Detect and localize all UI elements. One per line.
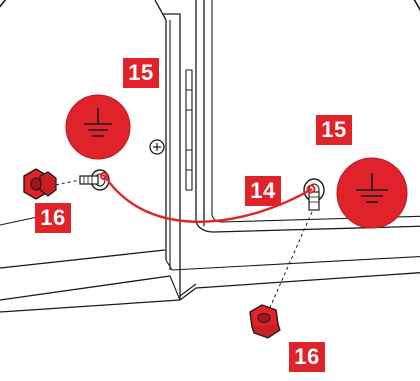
callout-16-nut: 16 xyxy=(289,342,325,372)
ground-stud-right xyxy=(304,179,324,210)
hex-nut-right xyxy=(250,305,280,338)
callout-15-earth-label: 15 xyxy=(123,58,159,88)
hex-nut-left xyxy=(24,169,56,199)
callout-14-earth-cable: 14 xyxy=(245,176,281,206)
earth-label-right xyxy=(337,158,407,228)
cabinet-body-frame xyxy=(172,0,420,300)
phillips-screw-icon xyxy=(150,140,164,154)
callout-15-earth-label: 15 xyxy=(316,115,352,145)
hinge-strip xyxy=(186,70,192,190)
guide-line-right xyxy=(268,212,312,312)
earth-label-left xyxy=(66,95,130,159)
callout-16-nut: 16 xyxy=(35,203,71,233)
cabinet-panels xyxy=(0,0,420,312)
